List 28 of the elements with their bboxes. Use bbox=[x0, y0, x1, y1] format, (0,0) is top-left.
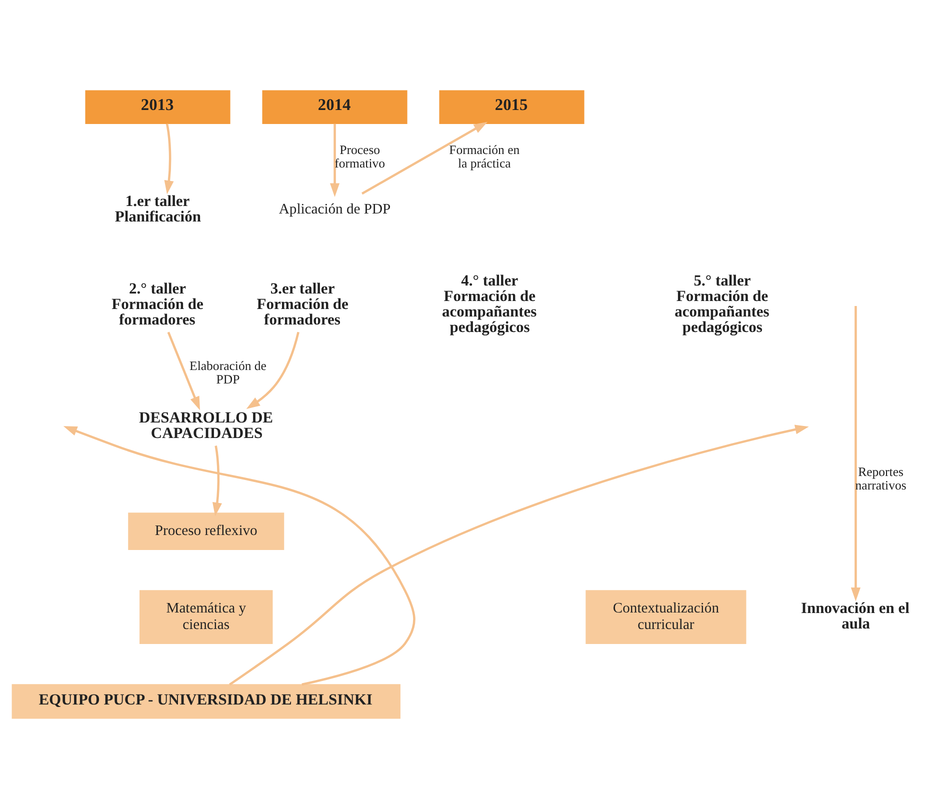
arrow bbox=[164, 124, 174, 194]
node-text: 2.° taller Formación de formadores bbox=[112, 280, 204, 328]
edge-label: Reportes narrativos bbox=[855, 464, 906, 493]
arrow bbox=[63, 426, 416, 686]
node-text: 1.er taller Planificación bbox=[114, 193, 201, 226]
arrow bbox=[167, 332, 200, 410]
node-box: Matemática y ciencias bbox=[140, 590, 273, 644]
node-text: 3.er taller Formación de formadores bbox=[256, 280, 348, 328]
node-box: 2014 bbox=[262, 90, 408, 124]
node-text: 4.° taller Formación de acompañantes pedagógicos bbox=[442, 272, 537, 336]
node-box: 2015 bbox=[439, 90, 584, 124]
node-box: EQUIPO PUCP - UNIVERSIDAD DE HELSINKI bbox=[12, 684, 400, 719]
arrow bbox=[246, 332, 300, 409]
node-text: 5.° taller Formación de acompañantes pedagógicos bbox=[674, 272, 770, 336]
edge-label: Formación en la práctica bbox=[449, 142, 520, 170]
arrow bbox=[850, 306, 861, 602]
edge-label: Elaboración de PDP bbox=[190, 359, 266, 387]
node-text: Innovación en el aula bbox=[800, 600, 910, 633]
arrow bbox=[362, 122, 488, 195]
arrow bbox=[330, 124, 340, 197]
edge-label: Proceso formativo bbox=[334, 142, 386, 170]
node-box: Contextualización curricular bbox=[586, 590, 746, 644]
node-text: DESARROLLO DE CAPACIDADES bbox=[139, 409, 273, 442]
arrow bbox=[212, 446, 222, 516]
node-box: 2013 bbox=[85, 90, 230, 124]
node-box: Proceso reflexivo bbox=[128, 512, 284, 550]
node-text: Aplicación de PDP bbox=[278, 202, 391, 218]
arrow bbox=[229, 424, 809, 686]
